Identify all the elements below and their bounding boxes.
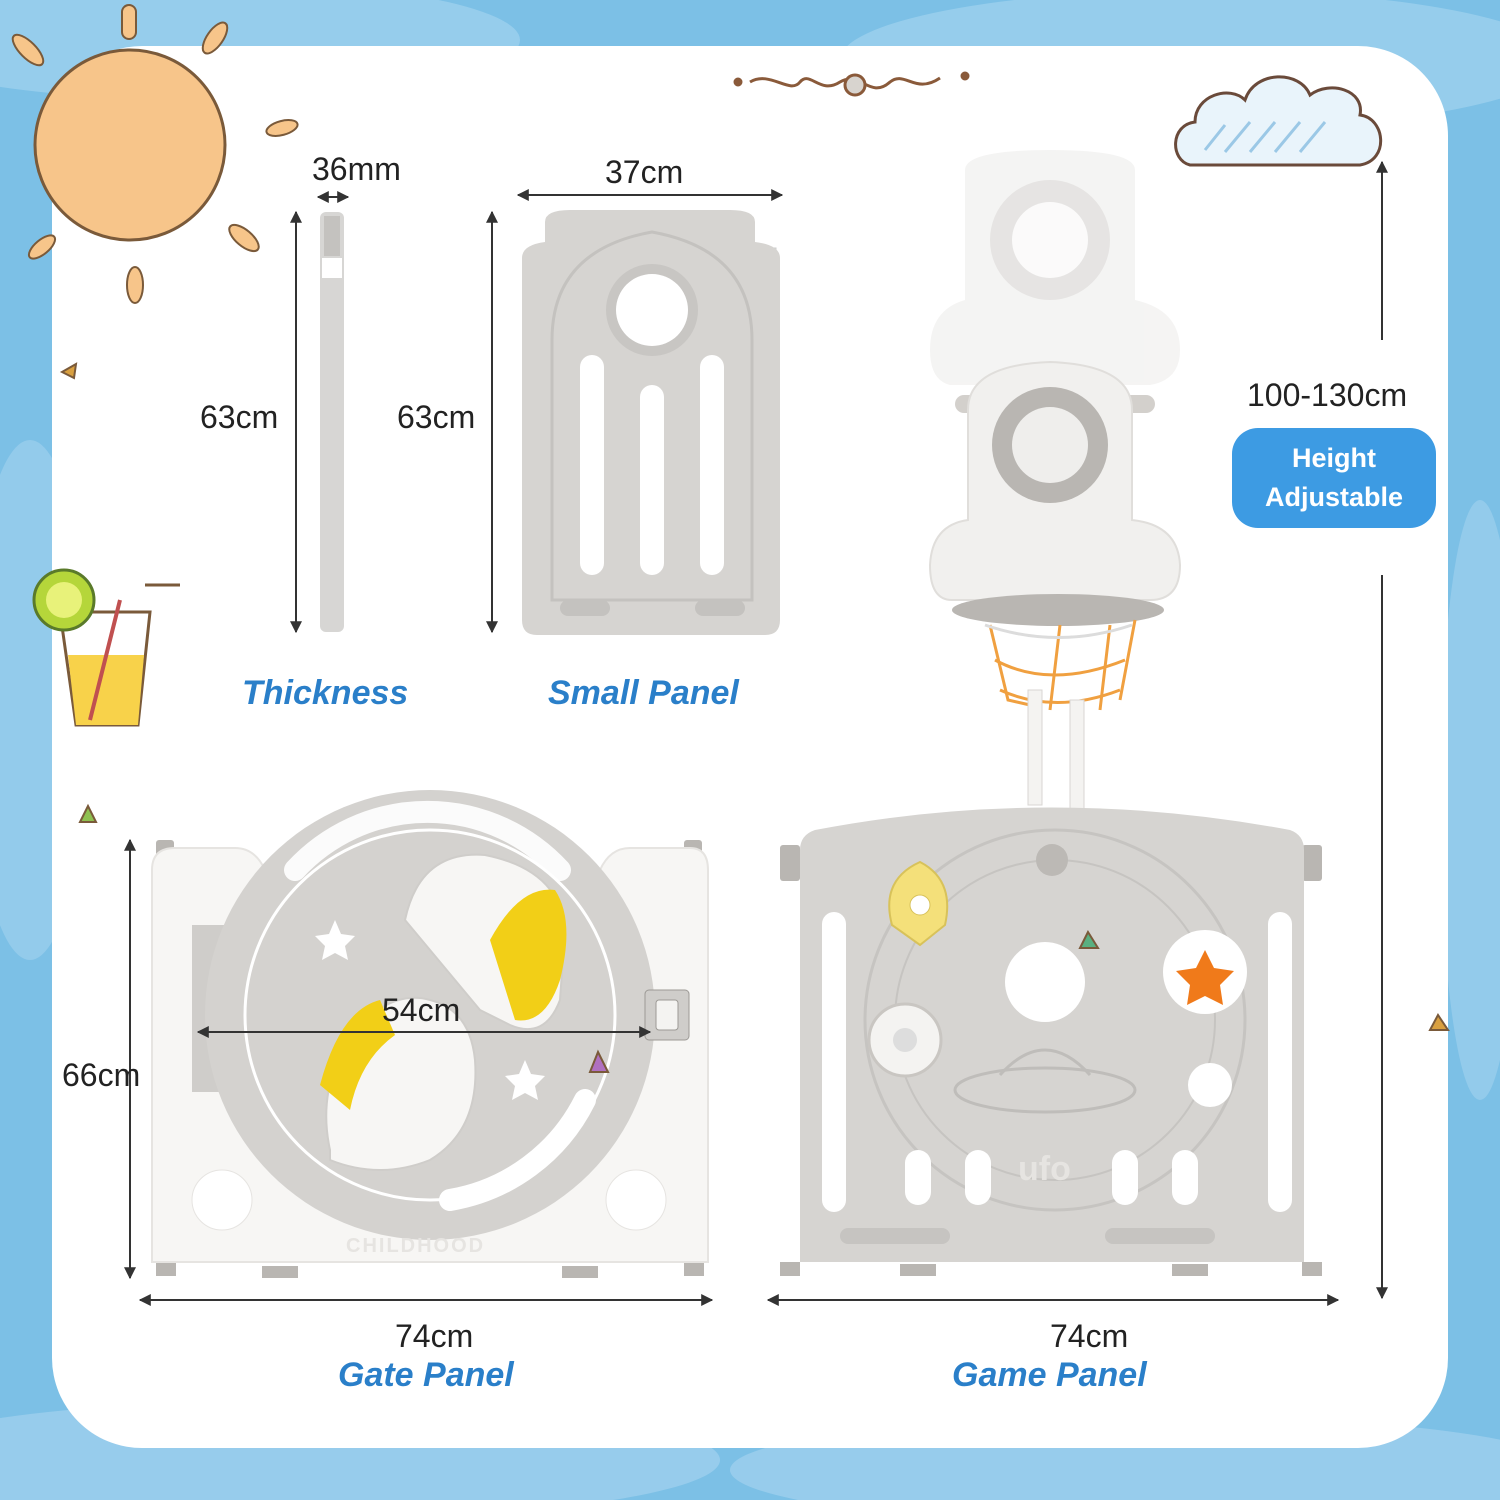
small-panel-illustration — [486, 189, 784, 635]
badge-line-1: Height — [1292, 442, 1376, 473]
gate-panel-illustration — [124, 790, 714, 1306]
lemonade-glass-icon — [32, 568, 180, 727]
cloud-doodle-icon — [1174, 75, 1383, 167]
gate-panel-height-label: 66cm — [62, 1057, 141, 1093]
gate-panel-title: Gate Panel — [338, 1356, 514, 1394]
game-panel-width-label: 74cm — [1050, 1318, 1129, 1354]
badge-line-2: Adjustable — [1264, 482, 1404, 512]
thickness-panel-illustration — [290, 191, 350, 634]
thickness-height-label: 63cm — [200, 399, 279, 435]
gate-panel-width-label: 74cm — [395, 1318, 474, 1354]
game-panel-title: Game Panel — [952, 1356, 1147, 1394]
game-panel-illustration — [766, 807, 1340, 1306]
triangle-doodle-icon — [78, 803, 98, 823]
ufo-emboss-text: ufo — [1018, 1150, 1071, 1188]
childhood-emboss-text: CHILDHOOD — [346, 1235, 486, 1257]
thickness-width-label: 36mm — [312, 151, 401, 187]
small-panel-title: Small Panel — [548, 674, 739, 712]
gate-door-width-label: 54cm — [382, 992, 461, 1028]
sun-doodle-icon — [11, 4, 299, 380]
thickness-title: Thickness — [242, 674, 409, 712]
small-panel-width-label: 37cm — [605, 154, 684, 190]
triangle-doodle-icon — [1428, 1013, 1450, 1031]
height-adjustable-badge: Height Adjustable — [1232, 428, 1436, 528]
squiggle-doodle-icon — [733, 71, 970, 97]
small-panel-height-label: 63cm — [397, 399, 476, 435]
basketball-hoop-illustration — [928, 150, 1388, 1300]
hoop-height-range-label: 100-130cm — [1247, 377, 1408, 413]
